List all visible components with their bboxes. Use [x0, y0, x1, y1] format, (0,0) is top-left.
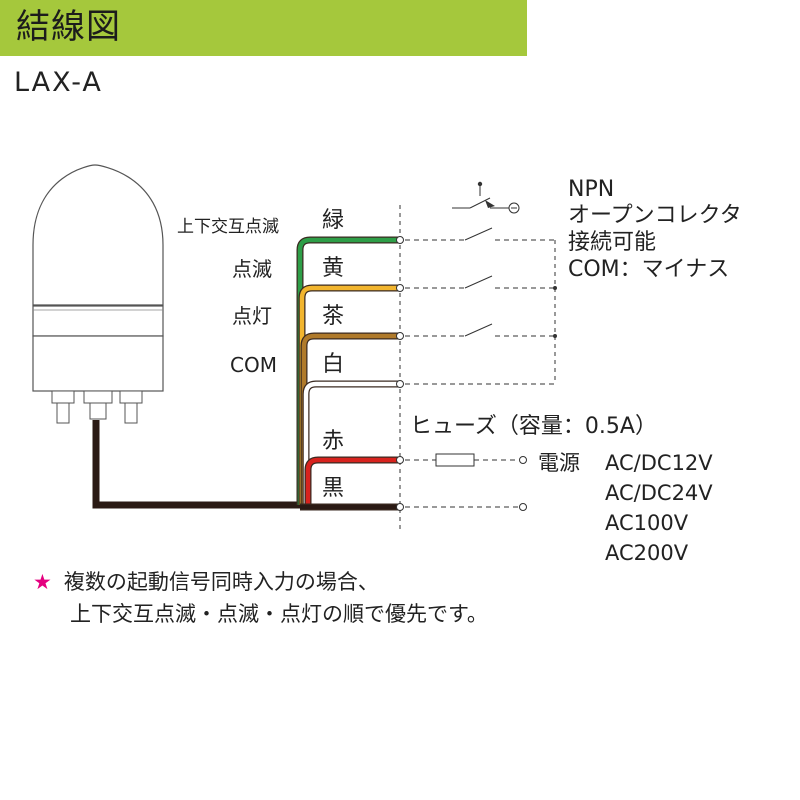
wire-outline-yellow: [298, 284, 398, 505]
wire-outline-green: [296, 236, 398, 505]
model-label: LAX-A: [14, 67, 103, 98]
terminal-white: [396, 380, 404, 388]
npn-note-line-4: COM：マイナス: [568, 257, 729, 282]
power-option-4: AC200V: [605, 541, 689, 565]
wire-outline-brown: [300, 332, 398, 505]
wires: [296, 236, 398, 511]
function-label-flash: 点滅: [232, 257, 272, 281]
wire-yellow: [299, 285, 398, 505]
function-label-alternate-flash: 上下交互点滅: [177, 217, 279, 237]
power-option-1: AC/DC12V: [605, 451, 713, 475]
terminal-green: [396, 236, 404, 244]
wire-green: [297, 237, 398, 505]
npn-note-line-3: 接続可能: [568, 230, 656, 255]
wire-brown: [301, 333, 398, 505]
wire-label-green: 緑: [322, 208, 344, 233]
wire-label-red: 赤: [322, 429, 344, 454]
note-line-1: 複数の起動信号同時入力の場合、: [63, 570, 379, 594]
power-option-2: AC/DC24V: [605, 481, 713, 505]
wire-red: [305, 457, 398, 505]
function-label-com: COM: [230, 353, 277, 377]
terminal-yellow: [396, 284, 404, 292]
wire-white: [303, 381, 398, 505]
terminal-red: [396, 456, 404, 464]
note-line-2: 上下交互点滅・点滅・点灯の順で優先です。: [70, 602, 488, 626]
fuse-label: ヒューズ（容量：0.5A）: [410, 414, 657, 439]
npn-transistor-icon: [452, 181, 520, 214]
npn-switches: [405, 227, 557, 385]
function-label-steady: 点灯: [232, 304, 272, 328]
power-leads: [405, 453, 527, 511]
fuse-icon: [435, 453, 475, 467]
star-icon: ★: [33, 570, 52, 594]
wire-label-white: 白: [322, 352, 344, 377]
terminal-brown: [396, 332, 404, 340]
wire-label-black: 黒: [322, 476, 344, 501]
header-bar: [0, 0, 527, 56]
wire-label-yellow: 黄: [322, 256, 344, 281]
wire-terminals: [396, 236, 404, 511]
wire-outline-white: [302, 380, 398, 505]
page-title: 結線図: [16, 7, 121, 47]
npn-note-line-1: NPN: [568, 177, 614, 202]
cable: [92, 420, 300, 509]
npn-note-line-2: オープンコレクタ: [568, 203, 742, 228]
signal-lamp-icon: [32, 164, 164, 424]
terminal-black: [396, 503, 404, 511]
power-option-3: AC100V: [605, 511, 689, 535]
priority-note: ★ 複数の起動信号同時入力の場合、 上下交互点滅・点滅・点灯の順で優先です。: [33, 566, 488, 630]
wire-label-brown: 茶: [322, 304, 344, 329]
power-label: 電源: [538, 451, 580, 475]
